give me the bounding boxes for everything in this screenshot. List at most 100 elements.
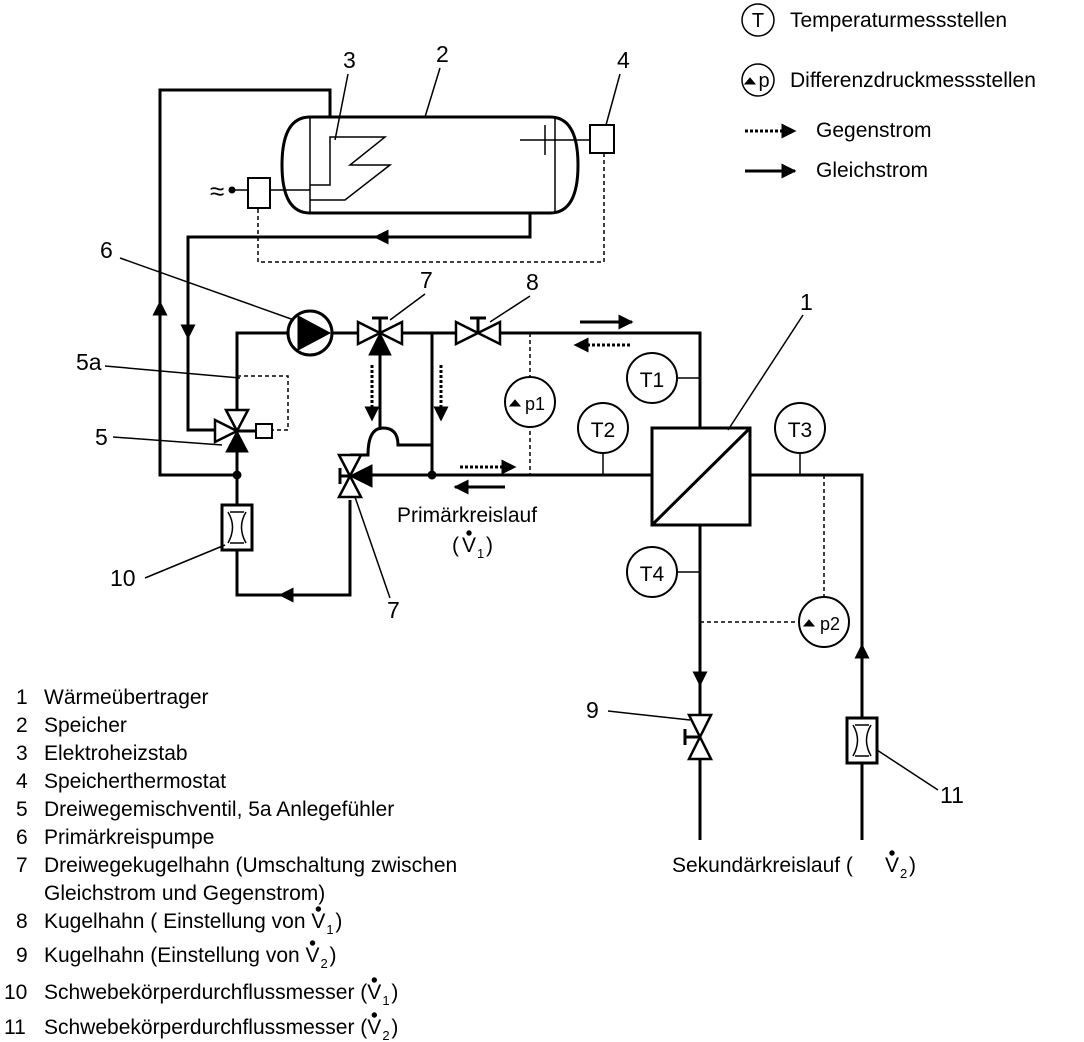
tank-return-pipe bbox=[186, 213, 532, 432]
three-way-valve-top bbox=[356, 316, 404, 356]
callouts: 1 2 3 4 5 5a 6 7 7 8 9 10 11 bbox=[76, 41, 964, 808]
sensor-t3: T3 bbox=[774, 402, 826, 454]
crossover-pipe bbox=[350, 333, 434, 457]
temperature-legend-label: Temperaturmessstellen bbox=[790, 9, 1007, 32]
pressure-legend-label: Differenzdruckmessstellen bbox=[790, 69, 1036, 92]
callout-2: 2 bbox=[436, 41, 449, 67]
svg-text:Sekundärkreislauf (: Sekundärkreislauf ( bbox=[672, 854, 853, 877]
sensor-t1: T1 bbox=[626, 352, 678, 404]
parts-list-subscript: 2 bbox=[321, 956, 328, 971]
parts-list-text: Dreiwegemischventil, 5a Anlegefühler bbox=[44, 798, 394, 821]
parts-list-number: 6 bbox=[16, 826, 28, 849]
parts-list-text: Kugelhahn (Einstellung von V bbox=[44, 944, 320, 967]
parts-list-subscript: 1 bbox=[382, 993, 389, 1008]
sensor-p1: p1 bbox=[504, 376, 556, 428]
thermostat-control-line bbox=[257, 153, 605, 263]
parts-list-number: 1 bbox=[16, 686, 28, 709]
svg-text:V: V bbox=[885, 854, 899, 877]
parts-list-text: Speicher bbox=[44, 714, 127, 737]
sensor-t2: T2 bbox=[577, 402, 629, 454]
svg-text:V: V bbox=[462, 534, 476, 557]
parts-list-text: Kugelhahn ( Einstellung von V bbox=[44, 910, 325, 933]
pressure-legend-letter: p bbox=[758, 70, 769, 92]
parts-list-tail: ) bbox=[391, 1016, 398, 1039]
callout-3: 3 bbox=[343, 47, 356, 73]
secondary-supply-pipe bbox=[750, 473, 864, 840]
sensor-p2: p2 bbox=[798, 596, 850, 648]
parts-list-subscript: 1 bbox=[326, 922, 333, 937]
flow-dot-icon bbox=[371, 1012, 378, 1018]
flow-dot-icon bbox=[309, 940, 316, 946]
callout-5a: 5a bbox=[76, 349, 102, 375]
pressure-legend-triangle-icon bbox=[743, 77, 757, 85]
parts-list-text: Schwebekörperdurchflussmesser (V bbox=[44, 981, 381, 1004]
callout-10: 10 bbox=[110, 565, 136, 591]
callout-11: 11 bbox=[940, 782, 964, 808]
electric-heater-coil bbox=[310, 136, 393, 201]
parts-list-number: 5 bbox=[16, 798, 28, 821]
parts-list: 1 Wärmeübertrager 2 Speicher 3 Elektroheizsta… bbox=[4, 686, 457, 1042]
sensor-t4: T4 bbox=[626, 546, 678, 598]
pressure-legend-symbol bbox=[741, 63, 775, 97]
callout-8: 8 bbox=[526, 269, 539, 295]
temperature-legend-letter: T bbox=[752, 10, 764, 32]
parts-list-number: 7 bbox=[16, 854, 28, 877]
svg-text:(: ( bbox=[452, 534, 459, 557]
svg-text:): ) bbox=[909, 854, 916, 877]
parts-list-subscript: 2 bbox=[382, 1028, 389, 1042]
parts-list-tail: ) bbox=[335, 910, 342, 933]
parts-list-number: 4 bbox=[16, 770, 28, 793]
piping bbox=[152, 88, 870, 840]
primary-circuit-label: Primärkreislauf ( V 1 ) bbox=[397, 504, 537, 561]
flow-dot-icon bbox=[371, 977, 378, 983]
callout-4: 4 bbox=[617, 47, 630, 73]
svg-text:Primärkreislauf: Primärkreislauf bbox=[397, 504, 537, 527]
pump-icon bbox=[297, 315, 332, 351]
callout-1: 1 bbox=[800, 289, 813, 315]
primary-pump bbox=[286, 309, 334, 357]
flow-dot-icon bbox=[315, 906, 322, 912]
parts-list-text: Schwebekörperdurchflussmesser (V bbox=[44, 1016, 381, 1039]
ac-power-icon: ≈ bbox=[210, 176, 224, 206]
svg-text:T3: T3 bbox=[788, 419, 813, 442]
parts-list-text: Speicherthermostat bbox=[44, 770, 226, 793]
ball-valve-secondary bbox=[683, 713, 714, 761]
counterflow-legend-label: Gegenstrom bbox=[816, 119, 932, 142]
parts-list-number: 10 bbox=[4, 981, 27, 1004]
parts-list-tail: ) bbox=[391, 981, 398, 1004]
callout-9: 9 bbox=[586, 697, 599, 723]
primary-loop-bottom bbox=[235, 500, 352, 597]
three-way-valve-bottom bbox=[336, 453, 373, 499]
svg-text:T4: T4 bbox=[640, 563, 665, 586]
parts-list-number: 3 bbox=[16, 742, 28, 765]
secondary-circuit-label: Sekundärkreislauf ( V 2 ) bbox=[672, 850, 916, 881]
svg-text:p2: p2 bbox=[820, 614, 840, 634]
tank-thermostat-box bbox=[589, 124, 615, 154]
callout-7-top: 7 bbox=[420, 267, 433, 293]
parts-list-text: Elektroheizstab bbox=[44, 742, 188, 765]
parts-list-tail: ) bbox=[330, 944, 337, 967]
flowmeter-secondary bbox=[845, 716, 879, 765]
parts-list-number: 8 bbox=[16, 910, 28, 933]
ball-valve-primary bbox=[454, 316, 502, 347]
heat-exchanger bbox=[650, 426, 752, 527]
parts-list-number: 2 bbox=[16, 714, 28, 737]
svg-text:1: 1 bbox=[477, 546, 484, 561]
svg-text:p1: p1 bbox=[525, 394, 545, 414]
parts-list-text: Gleichstrom und Gegenstrom) bbox=[44, 882, 325, 905]
parallelflow-legend-label: Gleichstrom bbox=[816, 159, 928, 182]
svg-text:2: 2 bbox=[900, 866, 907, 881]
callout-6: 6 bbox=[100, 237, 113, 263]
heater-connection-box bbox=[247, 177, 271, 209]
mixing-valve bbox=[213, 408, 273, 453]
legend: T Temperaturmessstellen p Differenzdruck… bbox=[741, 3, 1036, 182]
parts-list-text: Wärmeübertrager bbox=[44, 686, 209, 709]
svg-text:): ) bbox=[486, 534, 493, 557]
storage-tank: ≈ bbox=[210, 115, 615, 215]
mixing-valve-actuator bbox=[255, 423, 273, 439]
primary-supply-pipe bbox=[500, 331, 702, 430]
temperature-legend-symbol bbox=[741, 3, 775, 37]
sensor-dashed-line bbox=[237, 375, 289, 431]
parts-list-text: Primärkreispumpe bbox=[44, 826, 214, 849]
